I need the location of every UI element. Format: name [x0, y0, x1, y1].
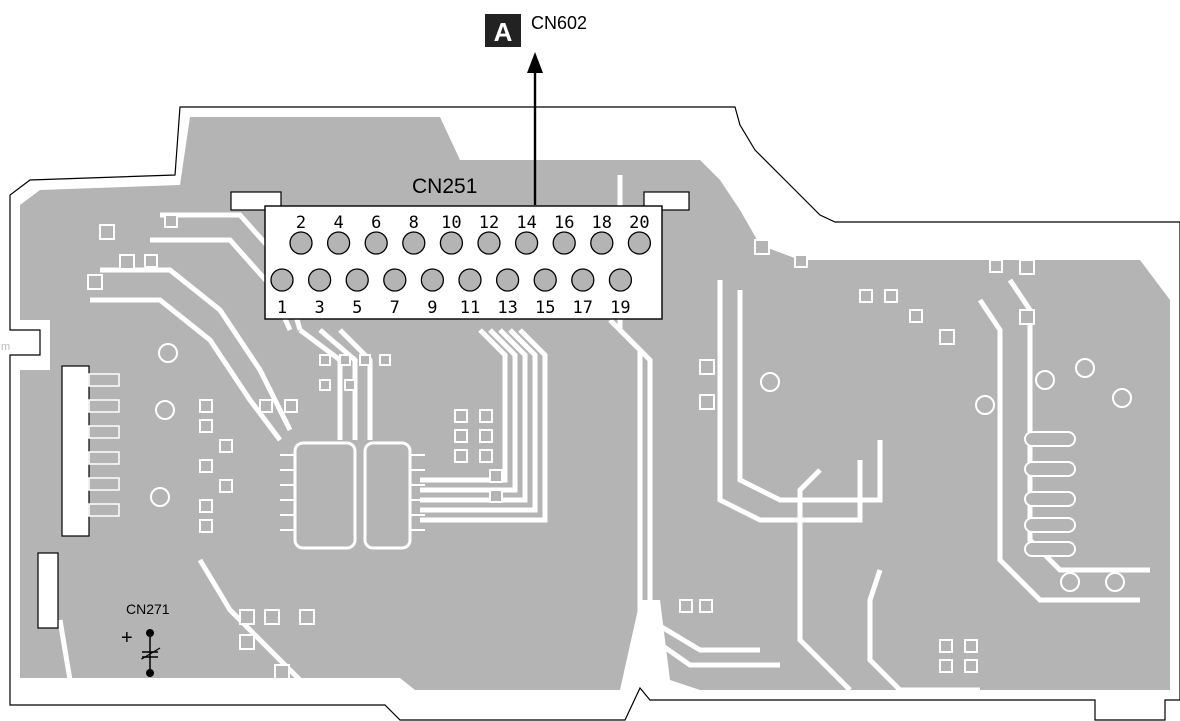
cn251-pad-19 — [608, 268, 633, 292]
cn251-pin-label-12: 12 — [479, 213, 499, 233]
cn251-pad-14 — [514, 231, 539, 255]
cn251-pin-label-11: 11 — [460, 298, 480, 318]
cn251-pin-label-18: 18 — [592, 213, 612, 233]
cn251-pad-5 — [345, 268, 369, 292]
cn251-pin-label-4: 4 — [333, 213, 343, 233]
cn251-body — [264, 205, 663, 320]
round-pads — [150, 343, 1132, 592]
cn271-polarity: + — [121, 627, 133, 649]
cn251-pad-4 — [326, 231, 351, 255]
cn251-pad-3 — [307, 268, 332, 292]
cn251-pin-label-6: 6 — [371, 213, 381, 233]
cn251-pad-13 — [495, 268, 520, 292]
cn251-label: CN251 — [412, 175, 477, 198]
cn251-pad-18 — [590, 231, 614, 255]
cn251-pin-label-2: 2 — [296, 213, 306, 233]
cn251-pin-label-19: 19 — [610, 298, 630, 318]
cn251-pad-10 — [439, 231, 464, 255]
cn251-pad-11 — [458, 268, 482, 292]
arrow-head-icon — [527, 52, 543, 73]
cn251-pin-label-16: 16 — [554, 213, 574, 233]
cn271-label: CN271 — [126, 601, 170, 617]
cn251-pin-label-10: 10 — [441, 213, 461, 233]
cn251-pin-label-8: 8 — [409, 213, 419, 233]
cn251-pin-label-5: 5 — [352, 298, 362, 318]
cn251-pad-12 — [477, 231, 501, 255]
ic-leads — [280, 454, 425, 531]
cn251-pad-17 — [571, 268, 595, 292]
marker-box — [485, 14, 521, 47]
cn251-pad-15 — [533, 268, 557, 292]
left-small-slot — [37, 552, 59, 629]
cn251-pad-7 — [383, 268, 407, 292]
cn251-pin-label-1: 1 — [277, 298, 287, 318]
left-flex-slot — [61, 365, 90, 537]
cn251-pad-16 — [552, 231, 576, 255]
ic-packages — [293, 441, 412, 550]
left-flex-fingers — [88, 373, 120, 517]
cn251-pad-20 — [627, 231, 652, 255]
marker-target-label: CN602 — [531, 13, 587, 33]
cn251-pad-9 — [420, 268, 445, 292]
cn251-pin-label-15: 15 — [535, 298, 555, 318]
ic-left — [293, 441, 357, 550]
cn251-pin-label-20: 20 — [629, 213, 649, 233]
cn251-pin-label-14: 14 — [516, 213, 536, 233]
cn251-pad-2 — [289, 231, 313, 255]
cn251-pin-label-17: 17 — [573, 298, 593, 318]
cn271-symbol — [128, 628, 200, 677]
cn251-pad-1 — [270, 268, 294, 292]
edge-text: m — [1, 341, 10, 353]
cn251-pad-6 — [364, 231, 388, 255]
cn251-pin-label-9: 9 — [427, 298, 437, 318]
ic-right — [363, 441, 412, 550]
cn251-pin-label-3: 3 — [314, 298, 324, 318]
cn251-pin-label-13: 13 — [497, 298, 517, 318]
marker-letter: A — [494, 17, 513, 47]
lozenge-pads — [1024, 431, 1076, 557]
cn251-pin-label-7: 7 — [390, 298, 400, 318]
smd-pads — [87, 214, 1035, 680]
cn251-pad-8 — [402, 231, 426, 255]
